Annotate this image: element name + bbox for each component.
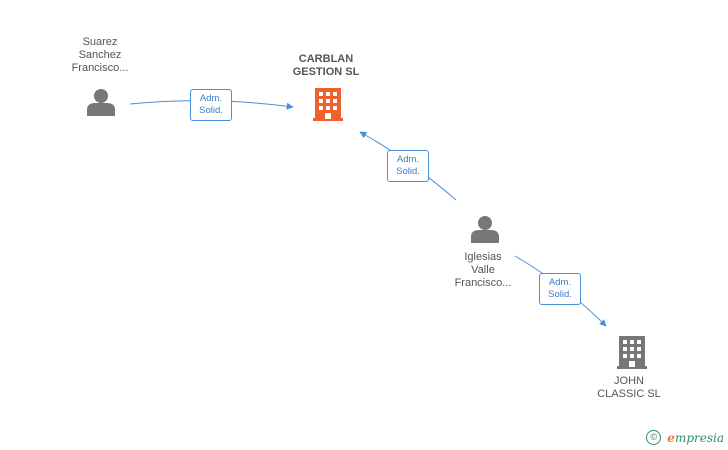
node-label-john[interactable]: JOHN CLASSIC SL — [597, 375, 661, 400]
node-label-suarez[interactable]: Suarez Sanchez Francisco... — [71, 36, 129, 74]
brand-logo: empresia — [667, 430, 724, 445]
person-icon[interactable] — [87, 89, 115, 116]
copyright-icon: © — [646, 430, 662, 445]
person-icon[interactable] — [471, 216, 499, 243]
edge-label-iglesias-john: Adm. Solid. — [539, 273, 581, 305]
node-label-carblan[interactable]: CARBLAN GESTION SL — [292, 53, 360, 78]
edge-label-suarez-carblan: Adm. Solid. — [190, 89, 232, 121]
building-icon[interactable] — [617, 336, 647, 369]
node-label-iglesias[interactable]: Iglesias Valle Francisco... — [454, 251, 512, 289]
edge-label-iglesias-carblan: Adm. Solid. — [387, 150, 429, 182]
empresia-watermark: © empresia — [646, 430, 724, 445]
building-icon[interactable] — [313, 88, 343, 121]
